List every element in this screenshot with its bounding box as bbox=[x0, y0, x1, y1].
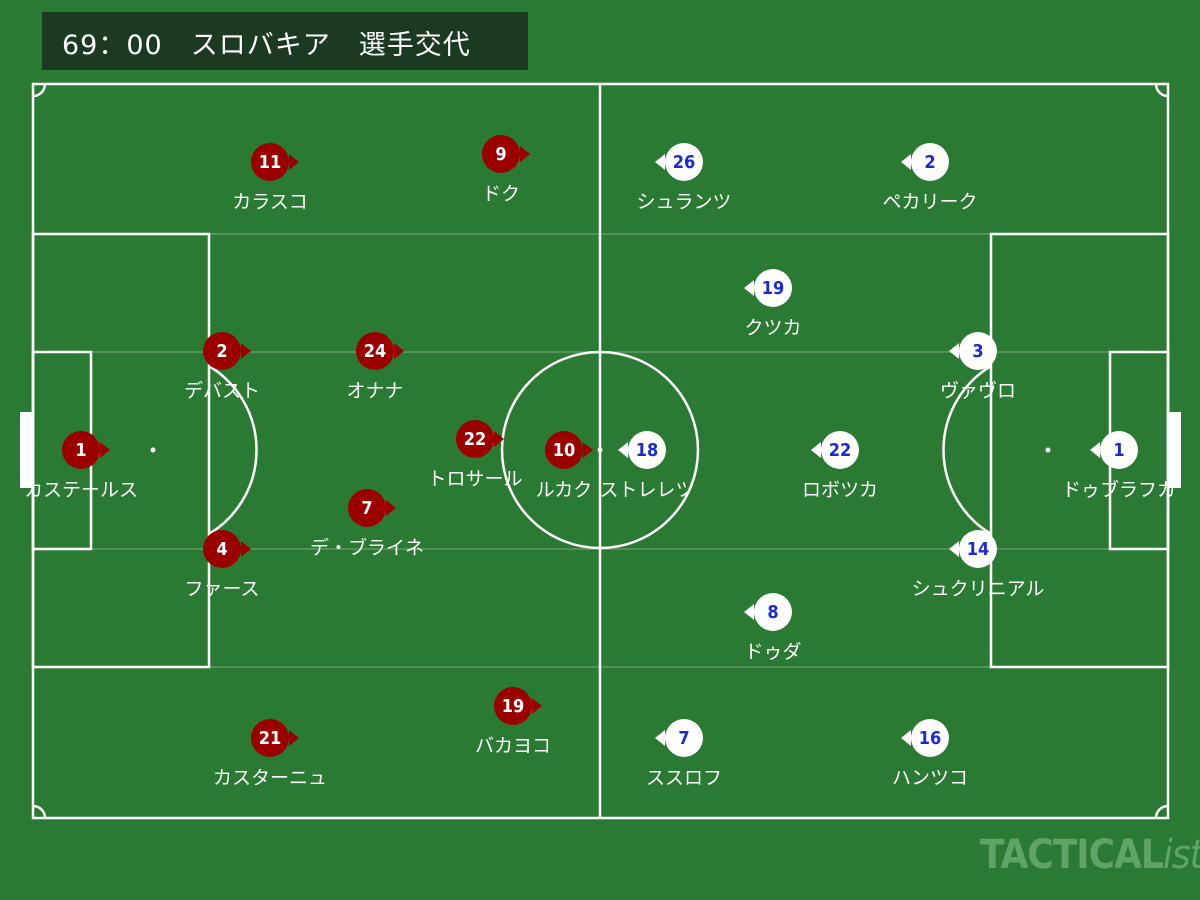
direction-arrow-icon bbox=[289, 730, 299, 746]
direction-arrow-icon bbox=[1090, 442, 1100, 458]
player-name: オナナ bbox=[346, 380, 404, 402]
direction-arrow-icon bbox=[289, 154, 299, 170]
right-penalty-spot bbox=[1045, 447, 1051, 453]
corner-arc-bottom-right bbox=[1154, 804, 1169, 819]
player-name: ドゥブラフカ bbox=[1061, 479, 1176, 501]
direction-arrow-icon bbox=[901, 730, 911, 746]
player-name: ペカリーク bbox=[882, 191, 978, 213]
direction-arrow-icon bbox=[949, 541, 959, 557]
title-text: 69：00 スロバキア 選手交代 bbox=[62, 30, 471, 61]
direction-arrow-icon bbox=[618, 442, 628, 458]
tactical-ista-logo: TACTICALista bbox=[980, 832, 1200, 878]
direction-arrow-icon bbox=[241, 343, 251, 359]
left-goal bbox=[20, 412, 33, 488]
player-name: ドゥダ bbox=[744, 641, 802, 663]
player-number: 19 bbox=[754, 269, 792, 307]
player-number: 1 bbox=[1100, 431, 1138, 469]
player-name: ルカク bbox=[535, 479, 593, 501]
player-number: 16 bbox=[911, 719, 949, 757]
center-spot bbox=[597, 447, 603, 453]
player-name: ヴァヴロ bbox=[939, 380, 1016, 402]
player-number: 21 bbox=[251, 719, 289, 757]
right-goal bbox=[1168, 412, 1181, 488]
direction-arrow-icon bbox=[655, 154, 665, 170]
direction-arrow-icon bbox=[949, 343, 959, 359]
player-number: 8 bbox=[754, 593, 792, 631]
direction-arrow-icon bbox=[241, 541, 251, 557]
direction-arrow-icon bbox=[520, 146, 530, 162]
player-name: デバスト bbox=[183, 380, 260, 402]
player-number: 3 bbox=[959, 332, 997, 370]
player-name: ファース bbox=[184, 578, 260, 600]
player-name: シュランツ bbox=[636, 191, 732, 213]
direction-arrow-icon bbox=[901, 154, 911, 170]
player-name: カラスコ bbox=[232, 191, 308, 213]
player-name: シュクリニアル bbox=[911, 578, 1045, 600]
player-number: 24 bbox=[356, 332, 394, 370]
player-name: ススロフ bbox=[645, 767, 722, 789]
direction-arrow-icon bbox=[532, 698, 542, 714]
player-name: カステールス bbox=[23, 479, 138, 501]
right-penalty-area bbox=[989, 232, 1170, 669]
direction-arrow-icon bbox=[494, 431, 504, 447]
player-number: 1 bbox=[62, 431, 100, 469]
left-penalty-area bbox=[31, 232, 211, 669]
corner-arc-top-right bbox=[1154, 83, 1169, 98]
player-name: ドク bbox=[481, 183, 520, 205]
player-number: 11 bbox=[251, 143, 289, 181]
corner-arc-top-left bbox=[32, 83, 47, 98]
player-number: 9 bbox=[482, 135, 520, 173]
direction-arrow-icon bbox=[583, 442, 593, 458]
player-name: ハンツコ bbox=[891, 767, 968, 789]
corner-arc-bottom-left bbox=[32, 804, 47, 819]
player-name: ストレレツ bbox=[599, 479, 695, 501]
player-number: 2 bbox=[911, 143, 949, 181]
direction-arrow-icon bbox=[744, 604, 754, 620]
player-name: トロサール bbox=[427, 468, 523, 490]
direction-arrow-icon bbox=[744, 280, 754, 296]
player-number: 7 bbox=[348, 489, 386, 527]
direction-arrow-icon bbox=[655, 730, 665, 746]
player-number: 19 bbox=[494, 687, 532, 725]
player-number: 4 bbox=[203, 530, 241, 568]
player-number: 7 bbox=[665, 719, 703, 757]
player-name: クツカ bbox=[744, 317, 802, 339]
player-number: 22 bbox=[821, 431, 859, 469]
direction-arrow-icon bbox=[100, 442, 110, 458]
player-number: 10 bbox=[545, 431, 583, 469]
center-circle bbox=[500, 350, 700, 550]
player-number: 18 bbox=[628, 431, 666, 469]
left-penalty-spot bbox=[150, 447, 156, 453]
player-number: 26 bbox=[665, 143, 703, 181]
left-penalty-arc bbox=[208, 364, 258, 536]
right-penalty-arc bbox=[942, 364, 992, 536]
player-number: 14 bbox=[959, 530, 997, 568]
direction-arrow-icon bbox=[394, 343, 404, 359]
player-name: デ・ブライネ bbox=[309, 537, 424, 559]
player-number: 2 bbox=[203, 332, 241, 370]
direction-arrow-icon bbox=[386, 500, 396, 516]
player-name: ロボツカ bbox=[801, 479, 878, 501]
player-number: 22 bbox=[456, 420, 494, 458]
direction-arrow-icon bbox=[811, 442, 821, 458]
player-name: カスターニュ bbox=[212, 767, 327, 789]
title-banner: 69：00 スロバキア 選手交代 bbox=[42, 12, 528, 70]
player-name: バカヨコ bbox=[474, 735, 551, 757]
